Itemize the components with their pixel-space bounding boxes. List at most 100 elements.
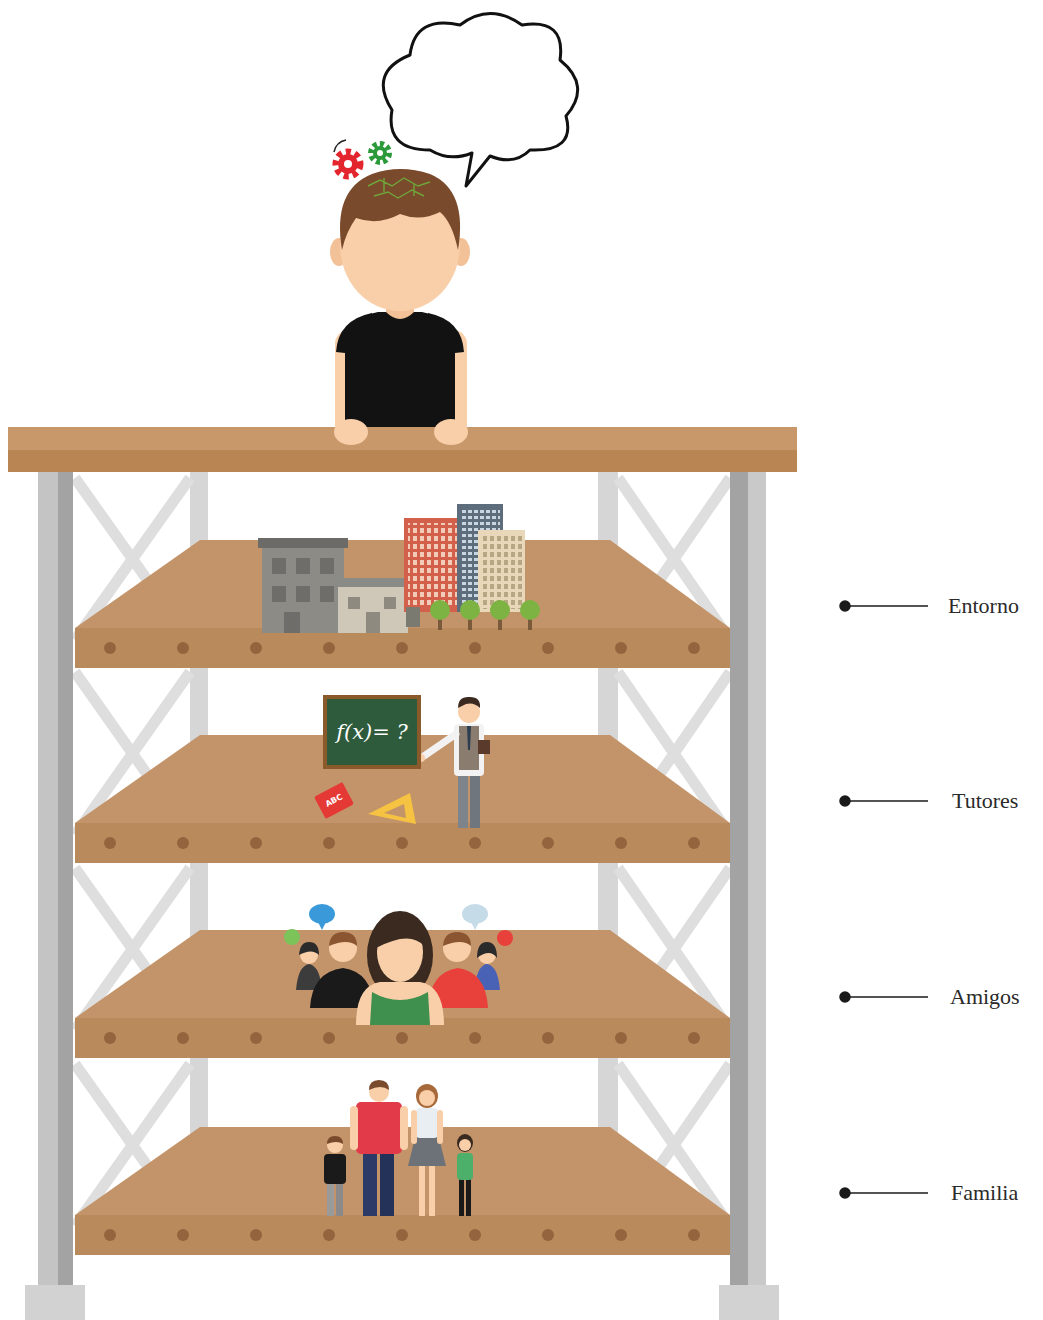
family bbox=[327, 1182, 334, 1216]
gear bbox=[377, 150, 383, 156]
book: ABC bbox=[314, 782, 354, 819]
family bbox=[380, 1150, 394, 1216]
speech-dot bbox=[471, 922, 479, 930]
level-label: Entorno bbox=[948, 593, 1019, 619]
tree bbox=[430, 600, 540, 630]
tree bbox=[430, 600, 540, 620]
buildings bbox=[296, 586, 310, 602]
friends bbox=[443, 932, 471, 946]
thought-bubble bbox=[383, 14, 577, 187]
friends bbox=[329, 932, 357, 946]
buildings bbox=[482, 535, 522, 609]
family bbox=[336, 1182, 343, 1216]
family bbox=[459, 1178, 464, 1216]
chalkboard: f(x)= ? bbox=[323, 695, 421, 769]
speech-dot bbox=[284, 904, 513, 946]
gear bbox=[371, 144, 389, 162]
buildings bbox=[366, 612, 380, 633]
tree bbox=[520, 600, 540, 620]
family bbox=[429, 1160, 435, 1216]
family bbox=[411, 1110, 417, 1144]
buildings bbox=[404, 518, 461, 612]
gear bbox=[334, 140, 346, 152]
buildings bbox=[258, 504, 525, 633]
hand bbox=[334, 419, 368, 445]
family bbox=[457, 1134, 473, 1152]
leader-line bbox=[845, 1192, 928, 1194]
leader-line bbox=[840, 601, 928, 1198]
friends bbox=[296, 911, 500, 1025]
leader-line bbox=[845, 800, 928, 802]
family bbox=[363, 1150, 377, 1216]
buildings bbox=[478, 530, 525, 612]
cross-brace bbox=[75, 478, 730, 1226]
front-post bbox=[748, 472, 766, 1287]
tree bbox=[430, 600, 450, 620]
hand bbox=[434, 419, 468, 445]
book-text: ABC bbox=[324, 792, 344, 808]
ruler-triangle bbox=[368, 793, 416, 824]
leader-line bbox=[845, 605, 928, 607]
buildings bbox=[284, 612, 300, 633]
front-post bbox=[38, 472, 73, 1287]
teacher bbox=[424, 734, 456, 756]
gear bbox=[334, 140, 389, 176]
buildings bbox=[338, 585, 408, 633]
gear bbox=[336, 152, 360, 176]
front-post bbox=[38, 472, 766, 1287]
post-foot bbox=[25, 1285, 85, 1320]
top-board bbox=[8, 427, 797, 451]
family bbox=[437, 1110, 443, 1144]
buildings bbox=[258, 538, 348, 548]
ruler-triangle bbox=[384, 804, 406, 818]
family bbox=[324, 1154, 346, 1184]
buildings bbox=[296, 558, 310, 574]
gear bbox=[373, 146, 387, 160]
ruler-triangle bbox=[368, 793, 416, 824]
level-label: Amigos bbox=[950, 984, 1020, 1010]
teacher bbox=[459, 726, 479, 770]
buildings bbox=[272, 586, 286, 602]
gear bbox=[344, 160, 352, 168]
gear bbox=[338, 154, 358, 174]
buildings bbox=[348, 597, 360, 609]
top-board bbox=[8, 450, 797, 472]
buildings bbox=[272, 558, 286, 574]
family bbox=[324, 1080, 473, 1216]
family bbox=[350, 1106, 358, 1150]
friends bbox=[376, 920, 424, 948]
thought-bubble bbox=[383, 14, 577, 187]
leader-line bbox=[845, 996, 928, 998]
buildings bbox=[348, 597, 396, 633]
teacher bbox=[470, 774, 480, 828]
buildings bbox=[408, 523, 458, 608]
tree bbox=[438, 612, 532, 630]
buildings bbox=[320, 586, 334, 602]
speech-dot bbox=[497, 930, 513, 946]
tree bbox=[490, 600, 510, 620]
buildings bbox=[335, 578, 411, 587]
family bbox=[416, 1108, 438, 1138]
teacher bbox=[458, 697, 480, 708]
person bbox=[368, 178, 430, 198]
level-label: Familia bbox=[951, 1180, 1018, 1206]
chalkboard-text: f(x)= ? bbox=[336, 720, 408, 744]
family bbox=[459, 1139, 471, 1151]
family bbox=[327, 1137, 343, 1153]
post-foot bbox=[25, 1285, 779, 1320]
front-post bbox=[58, 472, 73, 1287]
family bbox=[419, 1160, 425, 1216]
speech-dot bbox=[318, 922, 326, 930]
family bbox=[356, 1102, 402, 1154]
family bbox=[416, 1084, 438, 1108]
post-foot bbox=[719, 1285, 779, 1320]
buildings bbox=[272, 558, 334, 633]
family bbox=[369, 1080, 389, 1090]
person bbox=[330, 169, 470, 440]
person bbox=[428, 313, 464, 356]
hand bbox=[334, 419, 468, 445]
family bbox=[466, 1178, 471, 1216]
